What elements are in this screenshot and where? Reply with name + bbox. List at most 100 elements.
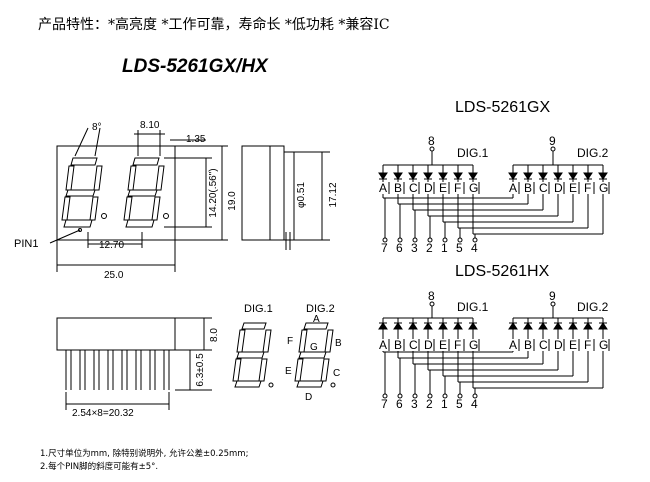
diode <box>468 322 478 330</box>
dim-digit-height: 14.20(.56") <box>208 168 219 217</box>
diode <box>538 172 548 180</box>
pin-number: 3 <box>411 241 418 255</box>
circuit-title: LDS-5261GX <box>455 99 550 116</box>
segment-label: G <box>469 181 478 195</box>
segment-label: B <box>524 181 532 195</box>
dim-pin-length: 6.3±0.5 <box>195 353 206 387</box>
seg-label-f: F <box>287 336 293 347</box>
common-pin-1: 8 <box>428 289 435 303</box>
dig1-label: DIG.1 <box>457 300 489 314</box>
dim-edge: 1.35 <box>186 134 206 145</box>
notes-block: 1.尺寸单位为mm, 除特别说明外, 允许公差±0.25mm; 2.每个PIN脚… <box>40 448 248 474</box>
diode <box>583 322 593 330</box>
segment-diagram-digit-1 <box>232 322 274 388</box>
diode <box>438 322 448 330</box>
diode <box>598 172 608 180</box>
diode <box>453 172 463 180</box>
diode <box>423 322 433 330</box>
segment-label: B <box>524 338 532 352</box>
pin-number: 2 <box>426 397 433 411</box>
bottom-view-pins <box>65 350 170 390</box>
seg-label-g: G <box>310 342 318 353</box>
seg-diagram-dig1-label: DIG.1 <box>244 303 273 315</box>
diode <box>393 172 403 180</box>
diode <box>583 172 593 180</box>
diode <box>408 172 418 180</box>
segment-label: D <box>424 181 433 195</box>
segment-label: G <box>599 338 608 352</box>
dim-body-height: 8.0 <box>209 328 220 342</box>
segment-label: C <box>409 181 418 195</box>
circuit-title: LDS-5261HX <box>455 263 550 280</box>
pin-number: 2 <box>426 241 433 255</box>
segment-label: D <box>554 338 563 352</box>
diode <box>523 322 533 330</box>
dim-side-height: 17.12 <box>328 182 339 207</box>
seg-label-b: B <box>335 338 342 349</box>
dig2-label: DIG.2 <box>577 300 609 314</box>
pin-number: 6 <box>396 397 403 411</box>
pin-number: 5 <box>456 241 463 255</box>
pin-number: 6 <box>396 241 403 255</box>
segment-label: A <box>379 338 387 352</box>
pin-number: 3 <box>411 397 418 411</box>
pin-number: 7 <box>381 241 388 255</box>
diode <box>508 322 518 330</box>
segment-label: F <box>454 181 461 195</box>
diode <box>553 172 563 180</box>
diode <box>538 322 548 330</box>
segment-label: G <box>599 181 608 195</box>
dim-pitch: 12.70 <box>99 240 124 251</box>
diode <box>438 172 448 180</box>
segment-label: B <box>394 181 402 195</box>
dim-pin-span: 2.54×8=20.32 <box>72 408 134 419</box>
diode <box>408 322 418 330</box>
pin-number: 1 <box>441 397 448 411</box>
segment-label: F <box>584 181 591 195</box>
common-pin-2: 9 <box>549 289 556 303</box>
segment-label: D <box>554 181 563 195</box>
segment-diagram-digit-2 <box>294 322 336 388</box>
diode <box>598 322 608 330</box>
segment-label: E <box>439 181 447 195</box>
seg-label-d: D <box>305 392 312 403</box>
side-view-body <box>241 145 285 241</box>
dim-height: 19.0 <box>227 191 238 211</box>
front-view-body <box>56 145 176 241</box>
front-digit-1 <box>61 157 107 228</box>
pin-number: 4 <box>471 241 478 255</box>
segment-label: F <box>454 338 461 352</box>
diode <box>378 322 388 330</box>
common-pin-1: 8 <box>428 134 435 148</box>
diode <box>568 322 578 330</box>
diode <box>523 172 533 180</box>
seg-diagram-dig2-label: DIG.2 <box>306 303 335 315</box>
dim-pin-dia: φ0.51 <box>296 182 307 208</box>
segment-label: D <box>424 338 433 352</box>
segment-label: A <box>509 338 517 352</box>
features-line: 产品特性：*高亮度 *工作可靠，寿命长 *低功耗 *兼容IC <box>38 17 390 33</box>
segment-label: A <box>509 181 517 195</box>
note-line: 2.每个PIN脚的斜度可能有±5°. <box>40 462 159 472</box>
diode <box>568 172 578 180</box>
front-digit-2 <box>123 157 169 228</box>
diode <box>453 322 463 330</box>
dig1-label: DIG.1 <box>457 146 489 160</box>
diode <box>508 172 518 180</box>
dim-seg-width: 8.10 <box>140 120 160 131</box>
diode <box>393 322 403 330</box>
diode <box>423 172 433 180</box>
segment-label: C <box>539 338 548 352</box>
dig2-label: DIG.2 <box>577 146 609 160</box>
segment-label: B <box>394 338 402 352</box>
segment-label: C <box>539 181 548 195</box>
diode <box>378 172 388 180</box>
segment-label: C <box>409 338 418 352</box>
segment-label: E <box>439 338 447 352</box>
seg-label-c: C <box>333 368 340 379</box>
segment-label: A <box>379 181 387 195</box>
pin-number: 5 <box>456 397 463 411</box>
diode <box>468 172 478 180</box>
note-line: 1.尺寸单位为mm, 除特别说明外, 允许公差±0.25mm; <box>40 449 249 459</box>
